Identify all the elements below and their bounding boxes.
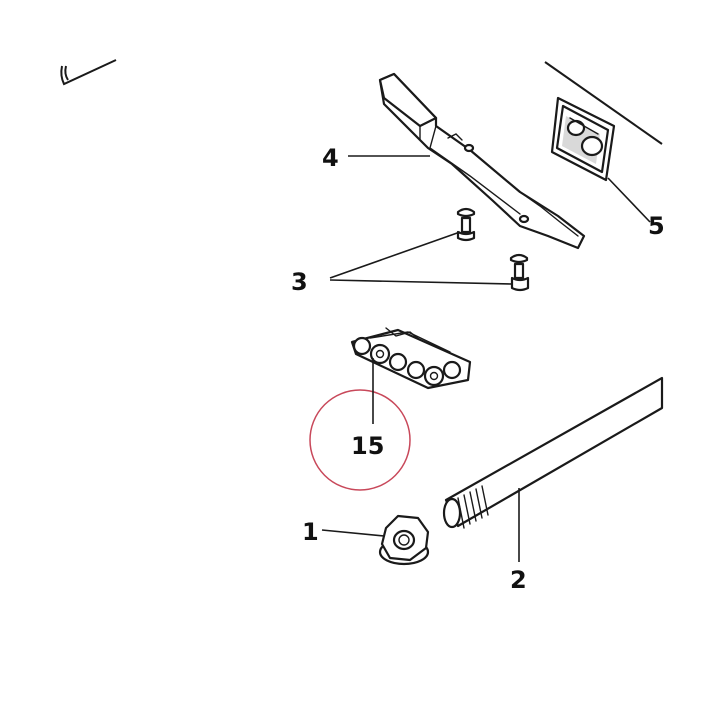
leader-lines: [321, 155, 651, 562]
leader-5: [607, 177, 651, 223]
part-1-flange-nut: [378, 514, 430, 566]
callout-4: 4: [322, 144, 339, 172]
frame-edge-top-left: [60, 59, 117, 86]
part-5-grommet: [550, 96, 616, 182]
frame-edge-top-right: [544, 61, 663, 145]
part-2-threaded-rod: [442, 376, 664, 529]
callout-2: 2: [510, 566, 527, 594]
callout-5: 5: [648, 212, 665, 240]
leader-3b: [329, 279, 513, 285]
part-3-screw-lower: [509, 253, 530, 292]
highlight-circle: [309, 389, 411, 491]
part-3-screw-upper: [456, 207, 476, 242]
part-15-chain-link: [350, 327, 472, 390]
callout-1: 1: [302, 518, 319, 546]
callout-15: 15: [351, 432, 384, 460]
leader-3a: [329, 231, 461, 279]
leader-1: [321, 529, 385, 537]
part-4-bracket: [378, 72, 586, 250]
callout-3: 3: [291, 268, 308, 296]
